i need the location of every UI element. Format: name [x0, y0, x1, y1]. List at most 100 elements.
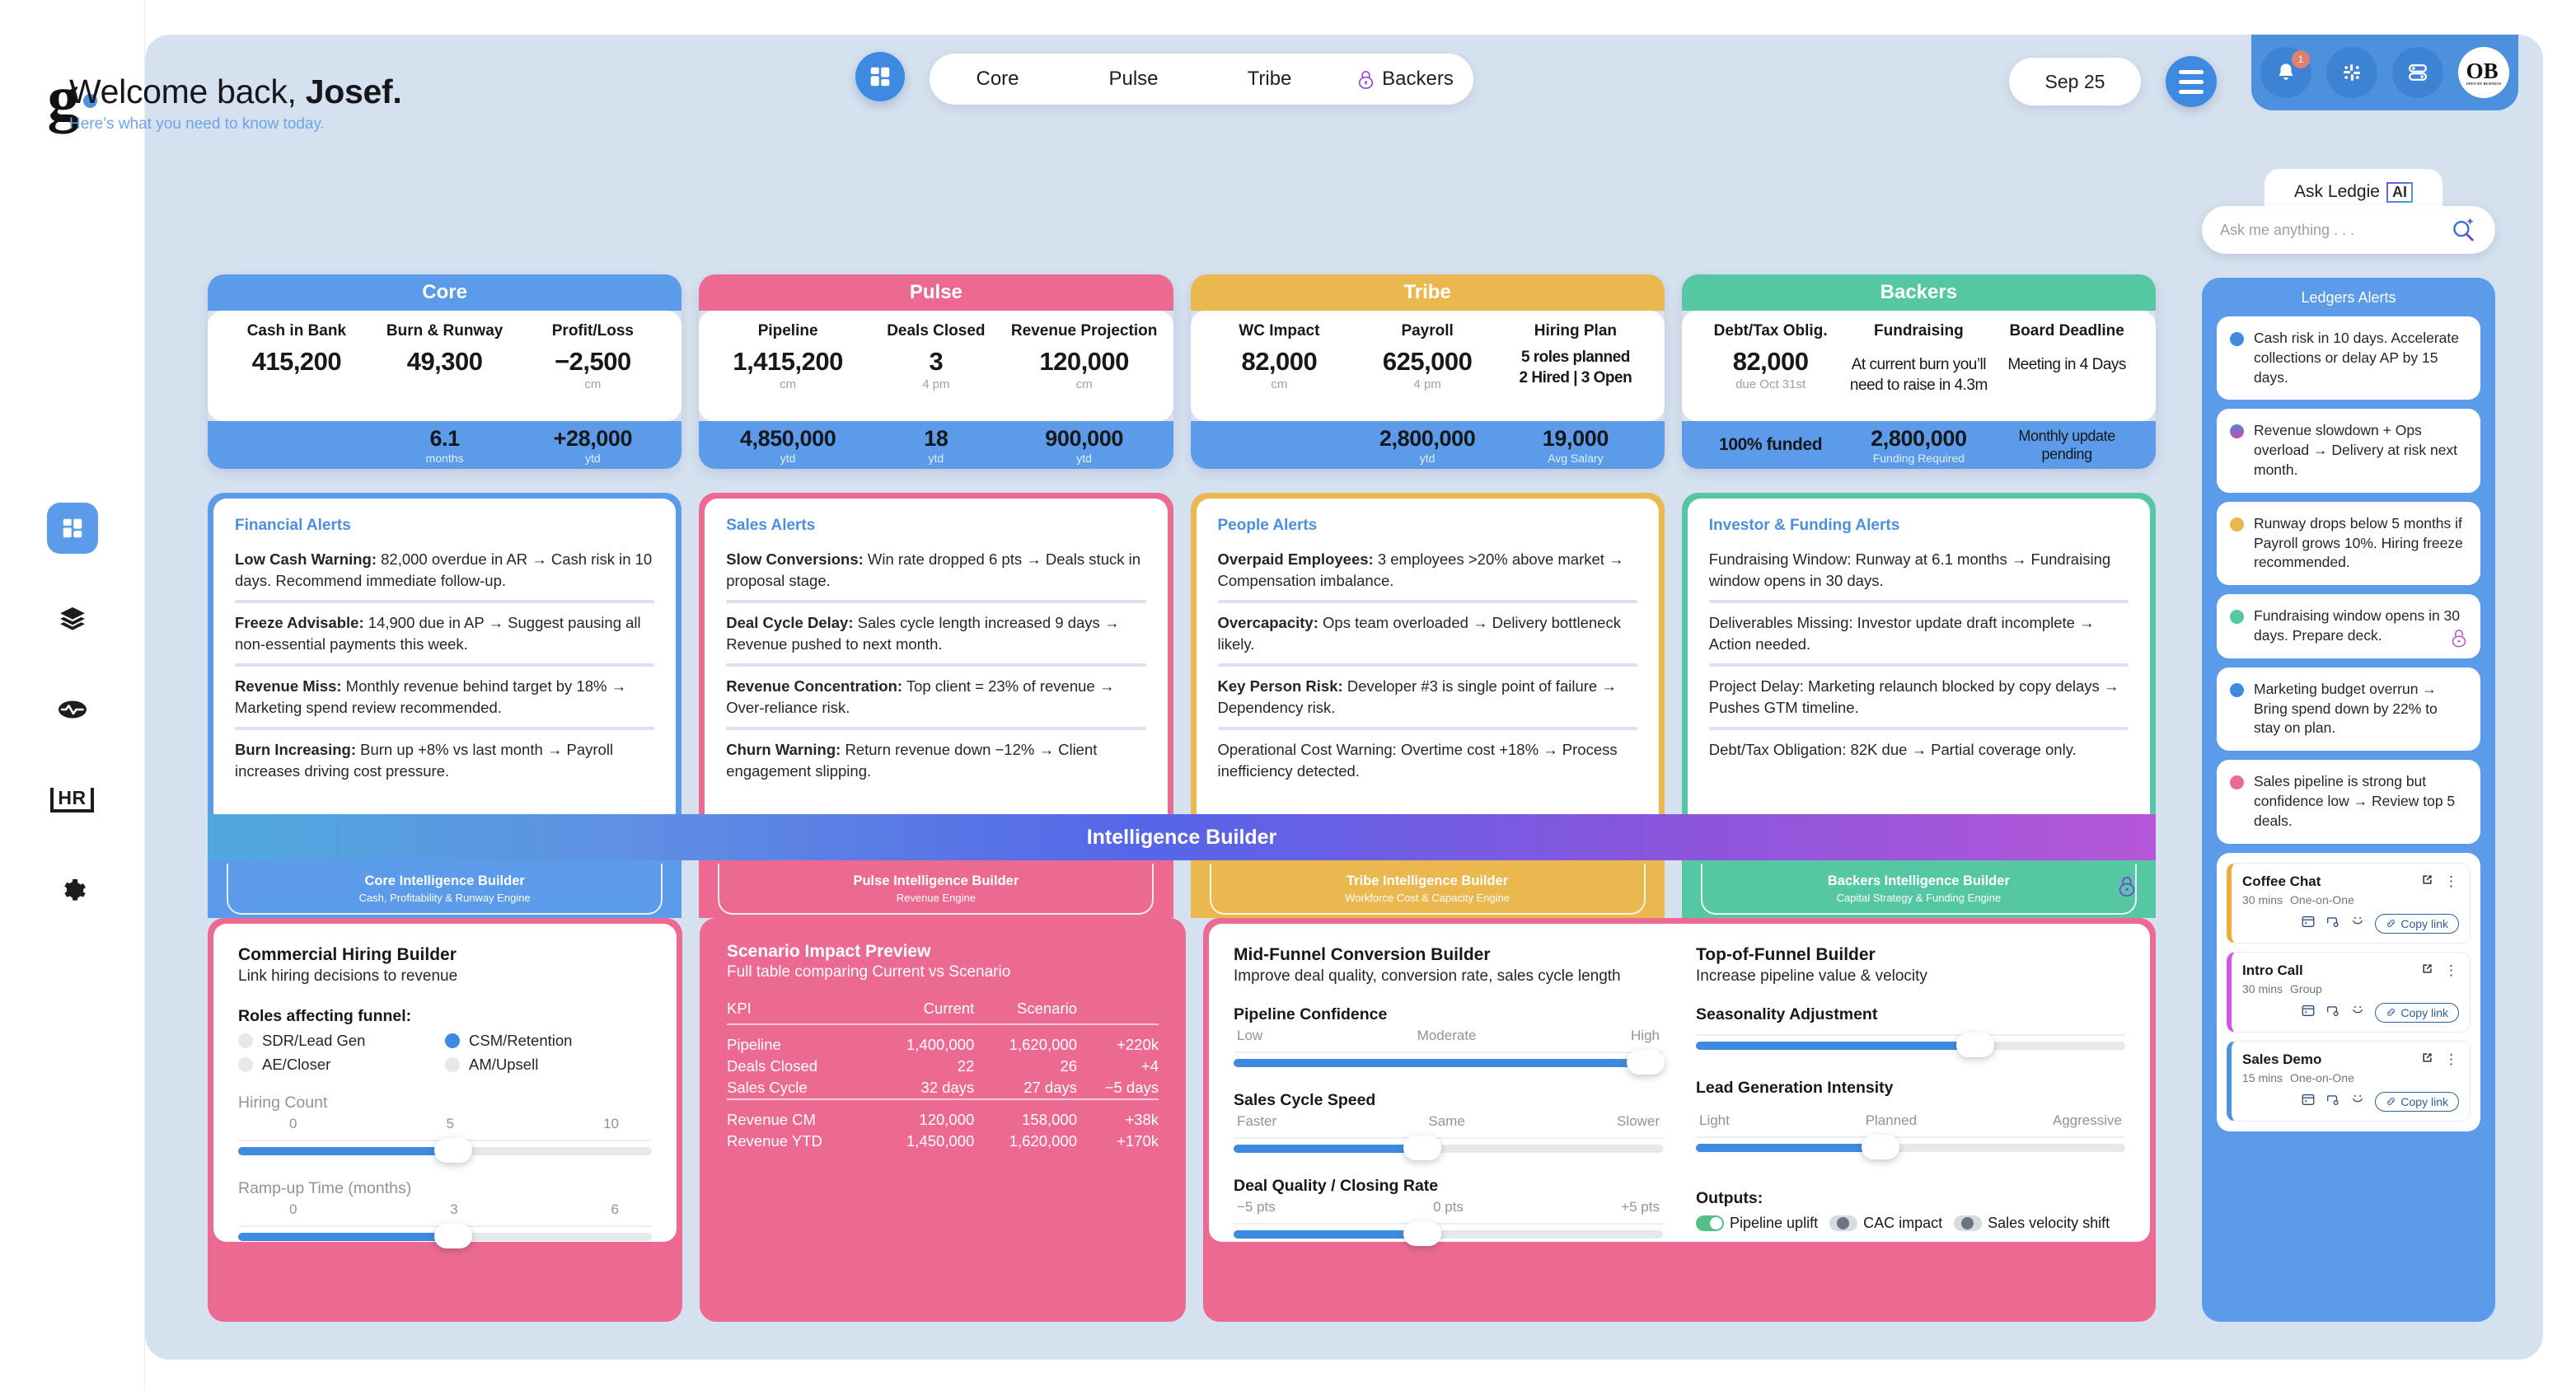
brand-logo[interactable]: g — [48, 65, 97, 130]
sidebar-item-settings[interactable] — [47, 865, 98, 916]
kpi-column: Fundraising At current burn you’ll need … — [1845, 322, 1993, 413]
date-selector[interactable]: Sep 25 — [2009, 58, 2141, 105]
sidebar-item-activity[interactable] — [47, 684, 98, 735]
status-dot — [2230, 332, 2244, 346]
slack-button[interactable] — [2326, 47, 2377, 98]
alert-item[interactable]: Low Cash Warning: 82,000 overdue in AR →… — [235, 550, 653, 589]
intelligence-chip-backers[interactable]: Backers Intelligence Builder Capital Str… — [1681, 860, 2156, 918]
divider — [1217, 727, 1637, 731]
toggle-list-button[interactable] — [2392, 47, 2443, 98]
slider-seasonality-adjustment[interactable] — [1696, 1033, 2125, 1057]
kpi-value: 82,000 — [1732, 347, 1809, 376]
ledger-alert-item[interactable]: Marketing budget overrun → Bring spend d… — [2217, 667, 2480, 752]
alert-item[interactable]: Overpaid Employees: 3 employees >20% abo… — [1217, 550, 1624, 589]
divider — [235, 663, 655, 667]
sidebar-item-hr[interactable]: HR — [47, 775, 98, 826]
more-options-icon[interactable]: ⋮ — [2444, 1051, 2459, 1067]
menu-button[interactable] — [2166, 56, 2217, 107]
alert-item[interactable]: Debt/Tax Obligation: 82K due → Partial c… — [1708, 741, 2077, 759]
toggle-cac-impact[interactable]: CAC impact — [1829, 1215, 1942, 1232]
calendar-icon[interactable] — [2301, 1003, 2316, 1022]
ai-search-icon[interactable] — [2449, 214, 2477, 246]
ledger-alert-item[interactable]: Revenue slowdown + Ops overload → Delive… — [2217, 409, 2480, 493]
share-icon[interactable] — [2325, 1003, 2340, 1022]
sidebar-item-layers[interactable] — [47, 593, 98, 644]
copy-link-button[interactable]: Copy link — [2375, 1002, 2459, 1023]
alert-item[interactable]: Burn Increasing: Burn up +8% vs last mon… — [235, 741, 614, 780]
tab-core[interactable]: Core — [930, 68, 1066, 91]
divider — [235, 727, 655, 731]
alert-item[interactable]: Freeze Advisable: 14,900 due in AP → Sug… — [235, 614, 641, 653]
open-external-icon[interactable] — [2420, 1051, 2434, 1069]
radio-icon — [238, 1057, 253, 1072]
calendar-icon[interactable] — [2301, 914, 2316, 933]
kpi-card-pulse[interactable]: Pulse Pipeline 1,415,200 cm Deals Closed… — [699, 274, 1173, 469]
ask-ledgie-search[interactable]: Ask me anything . . . — [2202, 206, 2495, 254]
alert-item[interactable]: Fundraising Window: Runway at 6.1 months… — [1708, 550, 2111, 589]
open-external-icon[interactable] — [2420, 962, 2434, 980]
copy-link-button[interactable]: Copy link — [2375, 1091, 2459, 1112]
alert-item[interactable]: Project Delay: Marketing relaunch blocke… — [1708, 677, 2119, 716]
open-external-icon[interactable] — [2420, 873, 2434, 891]
slider-ramp-up-time[interactable] — [238, 1224, 652, 1248]
slider-lead-generation-intensity[interactable] — [1696, 1135, 2125, 1159]
intelligence-chip-row: Core Intelligence Builder Cash, Profitab… — [208, 860, 2156, 918]
kpi-footer-sub: ytd — [1419, 451, 1436, 465]
intelligence-chip-pulse[interactable]: Pulse Intelligence Builder Revenue Engin… — [699, 860, 1173, 918]
alert-item[interactable]: Key Person Risk: Developer #3 is single … — [1217, 677, 1617, 716]
ask-ledgie-title: Ask Ledgie — [2294, 182, 2380, 201]
kpi-card-core[interactable]: Core Cash in Bank 415,200 Burn & Runway … — [208, 274, 682, 469]
alert-item[interactable]: Revenue Miss: Monthly revenue behind tar… — [235, 677, 627, 716]
alert-item[interactable]: Overcapacity: Ops team overloaded → Deli… — [1217, 614, 1621, 653]
divider — [1708, 663, 2129, 667]
kpi-card-tribe[interactable]: Tribe WC Impact 82,000 cm Payroll 625,00… — [1190, 274, 1665, 469]
grid-launcher-button[interactable] — [855, 52, 905, 101]
alert-item[interactable]: Slow Conversions: Win rate dropped 6 pts… — [726, 550, 1141, 589]
account-avatar[interactable]: OB OPEN BY BUSINESS — [2458, 47, 2509, 98]
more-options-icon[interactable]: ⋮ — [2444, 962, 2459, 978]
kpi-card-backers[interactable]: Backers Debt/Tax Oblig. 82,000 due Oct 3… — [1681, 274, 2156, 469]
role-option-am[interactable]: AM/Upsell — [445, 1056, 652, 1074]
toggle-sales-velocity-shift[interactable]: Sales velocity shift — [1954, 1215, 2110, 1232]
slider-pipeline-confidence[interactable] — [1234, 1050, 1665, 1075]
more-options-icon[interactable]: ⋮ — [2444, 873, 2459, 889]
tab-pulse[interactable]: Pulse — [1066, 68, 1201, 91]
tab-backers[interactable]: Backers — [1337, 68, 1473, 91]
role-option-sdr[interactable]: SDR/Lead Gen — [238, 1032, 445, 1050]
copy-link-button[interactable]: Copy link — [2375, 913, 2459, 934]
search-input[interactable]: Ask me anything . . . — [2220, 221, 2355, 238]
share-icon[interactable] — [2325, 1092, 2340, 1111]
role-option-ae[interactable]: AE/Closer — [238, 1056, 445, 1074]
intelligence-chip-core[interactable]: Core Intelligence Builder Cash, Profitab… — [208, 860, 682, 918]
slider-sales-cycle-speed[interactable] — [1234, 1136, 1663, 1160]
kpi-value: −2,500 — [555, 347, 631, 376]
ledger-alert-item[interactable]: Cash risk in 10 days. Accelerate collect… — [2217, 316, 2480, 400]
alert-item[interactable]: Deliverables Missing: Investor update dr… — [1708, 614, 2095, 653]
calendar-icon[interactable] — [2301, 1092, 2316, 1111]
slider-hiring-count[interactable] — [238, 1138, 652, 1163]
ledger-alert-item[interactable]: Fundraising window opens in 30 days. Pre… — [2217, 594, 2480, 658]
sidebar-item-dashboard[interactable] — [46, 503, 98, 555]
divider — [1217, 663, 1637, 667]
smiley-icon[interactable] — [2350, 1092, 2365, 1111]
tab-tribe[interactable]: Tribe — [1201, 68, 1337, 91]
slider-deal-quality[interactable] — [1234, 1221, 1663, 1246]
role-option-csm[interactable]: CSM/Retention — [445, 1032, 652, 1050]
intelligence-chip-tribe[interactable]: Tribe Intelligence Builder Workforce Cos… — [1190, 860, 1665, 918]
alert-item[interactable]: Churn Warning: Return revenue down −12% … — [726, 741, 1098, 780]
notifications-button[interactable]: 1 — [2260, 47, 2311, 98]
alert-item[interactable]: Deal Cycle Delay: Sales cycle length inc… — [726, 614, 1120, 653]
smiley-icon[interactable] — [2350, 914, 2365, 933]
share-icon[interactable] — [2325, 914, 2340, 933]
ledger-alert-item[interactable]: Runway drops below 5 months if Payroll g… — [2217, 501, 2480, 586]
toggle-pipeline-uplift[interactable]: Pipeline uplift — [1696, 1215, 1818, 1232]
ai-badge: AI — [2386, 181, 2413, 203]
alert-item[interactable]: Revenue Concentration: Top client = 23% … — [726, 677, 1115, 716]
ledger-alert-item[interactable]: Sales pipeline is strong but confidence … — [2217, 760, 2480, 844]
smiley-icon[interactable] — [2350, 1003, 2365, 1022]
alert-item[interactable]: Operational Cost Warning: Overtime cost … — [1217, 741, 1618, 780]
